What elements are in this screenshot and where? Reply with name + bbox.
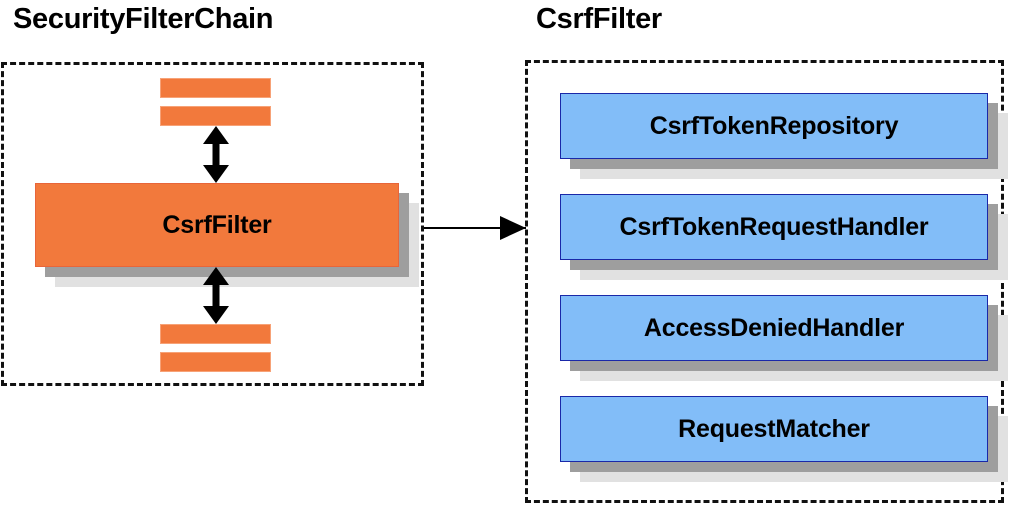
card-csrf-filter[interactable]: CsrfFilter [35, 183, 419, 287]
arrow-shaft [212, 281, 219, 311]
card-csrf-token-repository[interactable]: CsrfTokenRepository [560, 93, 1008, 179]
panel-csrf-filter-detail [525, 60, 1004, 503]
filter-slat-2 [160, 106, 271, 126]
arrow-shaft [424, 227, 526, 229]
connector-arrow-bottom [199, 267, 232, 324]
card-label-csrf-filter: CsrfFilter [35, 183, 399, 267]
card-label-csrf-token-request-handler: CsrfTokenRequestHandler [560, 194, 988, 260]
panel-title-csrf-filter: CsrfFilter [536, 3, 662, 35]
connector-arrow-top [199, 126, 232, 183]
filter-slat-4 [160, 352, 271, 372]
arrowhead-up-icon [202, 126, 229, 144]
card-label-request-matcher: RequestMatcher [560, 396, 988, 462]
arrowhead-down-icon [202, 306, 229, 324]
connector-arrow-csrf-filter-detail [424, 216, 526, 240]
card-label-access-denied-handler: AccessDeniedHandler [560, 295, 988, 361]
panel-title-security-filter-chain: SecurityFilterChain [13, 3, 274, 35]
panel-security-filter-chain [1, 62, 424, 386]
arrowhead-right-icon [500, 216, 526, 240]
card-access-denied-handler[interactable]: AccessDeniedHandler [560, 295, 1008, 381]
filter-slat-3 [160, 324, 271, 344]
filter-slat-1 [160, 78, 271, 98]
card-request-matcher[interactable]: RequestMatcher [560, 396, 1008, 482]
arrow-shaft [212, 140, 219, 170]
card-label-csrf-token-repository: CsrfTokenRepository [560, 93, 988, 159]
arrowhead-up-icon [202, 267, 229, 285]
arrowhead-down-icon [202, 165, 229, 183]
card-csrf-token-request-handler[interactable]: CsrfTokenRequestHandler [560, 194, 1008, 280]
